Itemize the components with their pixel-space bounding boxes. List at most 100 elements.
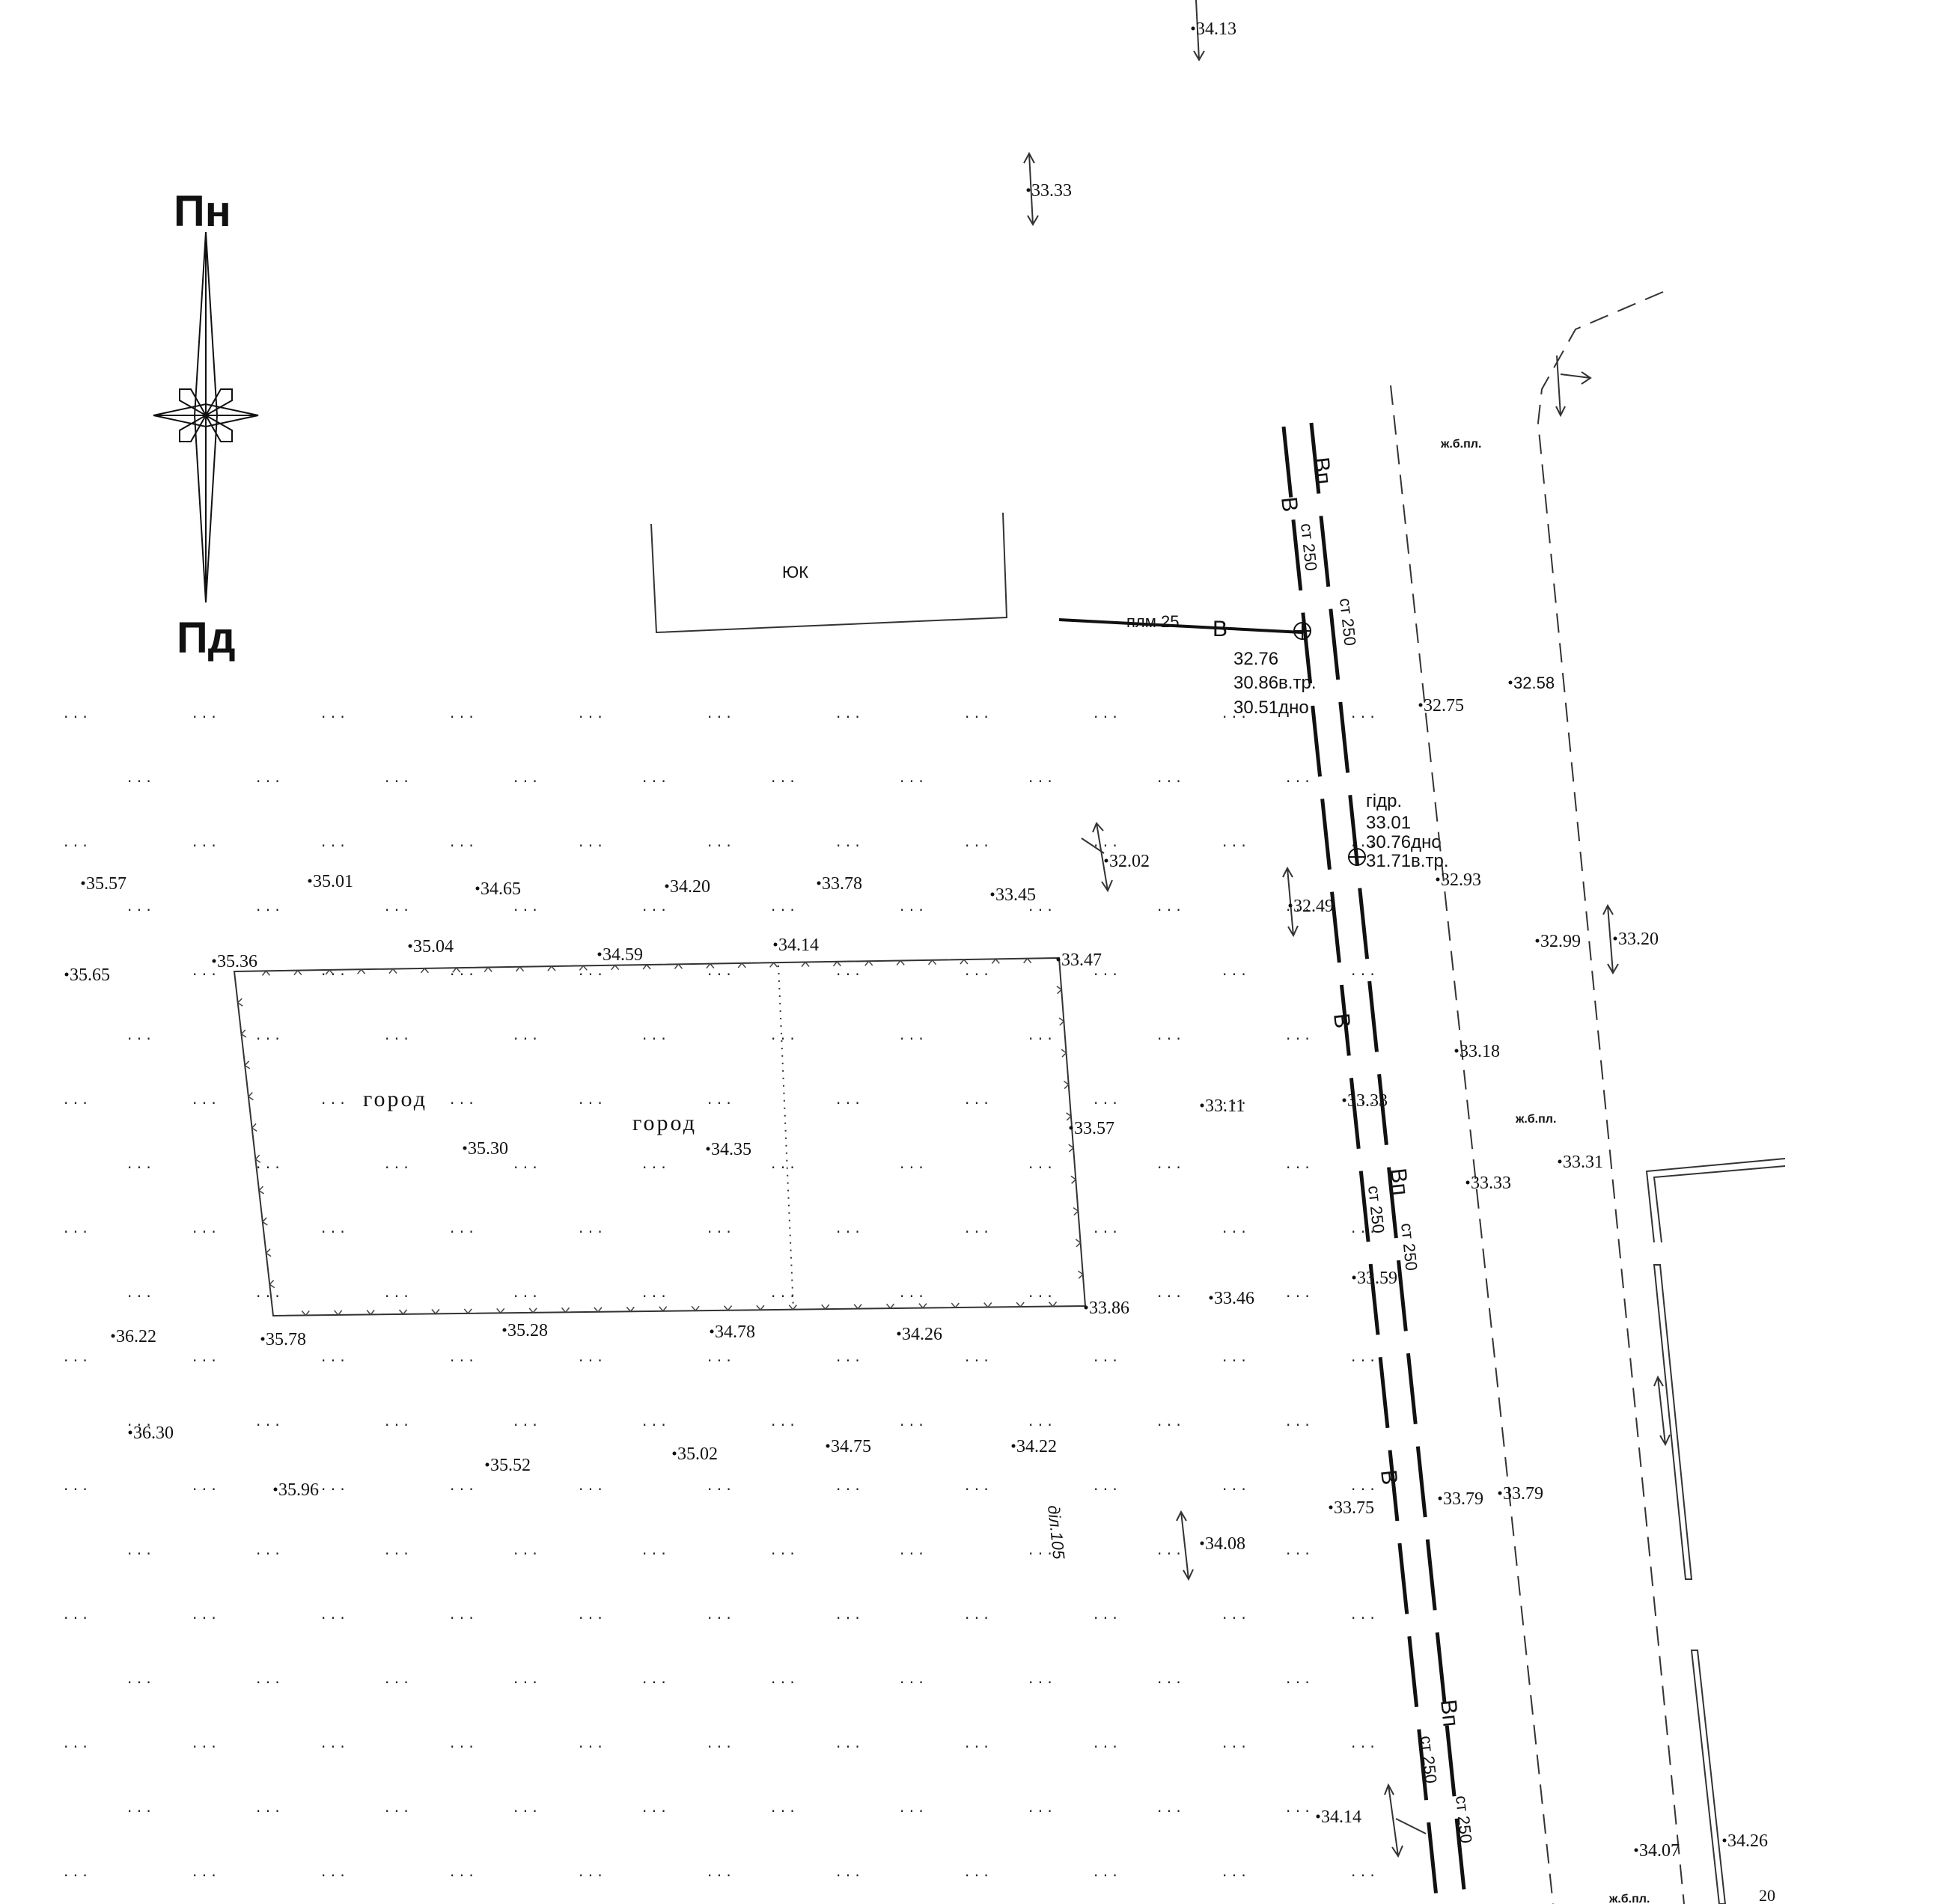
vegetation-dots: · · ·: [256, 1802, 280, 1820]
boundary-tick: [265, 1248, 272, 1257]
vegetation-dots: · · ·: [965, 1480, 989, 1498]
elevation-dot: [1634, 1848, 1638, 1852]
hydrant-elevation-pipe: 31.71в.тр.: [1366, 851, 1448, 871]
vegetation-dots: · · ·: [1094, 1738, 1117, 1756]
vegetation-dots: · · ·: [965, 1609, 989, 1627]
vegetation-dots: · · ·: [321, 1609, 345, 1627]
vegetation-dots: · · ·: [321, 1094, 345, 1112]
boundary-tick: [1066, 1112, 1073, 1121]
vegetation-dots: · · ·: [836, 965, 860, 983]
water-pipe-label-1: В: [1213, 617, 1227, 641]
vegetation-dots: · · ·: [1286, 1159, 1310, 1177]
boundary-tick: [1073, 1207, 1079, 1216]
vegetation-dots: · · ·: [707, 837, 731, 855]
elevation-label: 32.49: [1293, 897, 1334, 916]
boundary-tick: [821, 1304, 830, 1310]
road-edge-left: [1390, 385, 1554, 1904]
vegetation-dots: · · ·: [642, 1287, 666, 1305]
vegetation-dots: · · ·: [836, 1094, 860, 1112]
vegetation-dots: · · ·: [771, 1030, 795, 1048]
elevation-label: 34.78: [715, 1322, 755, 1342]
vegetation-dots: · · ·: [1157, 1030, 1181, 1048]
boundary-tick: [642, 963, 651, 970]
vegetation-dots: · · ·: [127, 1287, 151, 1305]
elevation-dot: [1465, 1180, 1470, 1185]
elevation-label: 32.75: [1424, 696, 1464, 715]
elevation-label: 36.22: [116, 1327, 156, 1346]
elevation-dot: [1722, 1838, 1727, 1843]
vegetation-dots: · · ·: [385, 1673, 409, 1691]
elevation-dot: [273, 1487, 278, 1492]
vegetation-dots: · · ·: [513, 1545, 537, 1563]
elevation-label: 33.59: [1357, 1269, 1397, 1288]
elevation-label: 34.35: [711, 1140, 751, 1159]
vegetation-dots: · · ·: [1094, 1480, 1117, 1498]
boundary-tick: [691, 1305, 700, 1312]
vegetation-dots: · · ·: [1094, 1867, 1117, 1885]
elevation-dot: [308, 879, 312, 883]
vegetation-dots: · · ·: [1157, 1416, 1181, 1434]
vegetation-dots: · · ·: [1351, 1867, 1375, 1885]
vegetation-dots: · · ·: [1028, 772, 1052, 790]
boundary-tick: [885, 1303, 895, 1310]
vegetation-dots: · · ·: [1286, 772, 1310, 790]
vegetation-dots: · · ·: [1351, 708, 1375, 726]
road-edge-right: [1537, 291, 1685, 1904]
vegetation-dots: · · ·: [450, 1480, 474, 1498]
water-main-label-v-4: В: [1376, 1468, 1402, 1486]
vegetation-dots: · · ·: [579, 1094, 603, 1112]
vegetation-dots: · · ·: [321, 1480, 345, 1498]
vegetation-dots: · · ·: [513, 901, 537, 919]
elevation-label: 35.30: [468, 1139, 508, 1159]
elevation-dot: [1498, 1491, 1502, 1495]
vegetation-dots: · · ·: [900, 1159, 924, 1177]
vegetation-dots: · · ·: [579, 1867, 603, 1885]
boundary-tick: [927, 959, 937, 965]
vegetation-dots: · · ·: [1094, 1352, 1117, 1370]
vegetation-dots: · · ·: [450, 708, 474, 726]
elevation-dot: [1508, 680, 1513, 685]
boundary-tick: [251, 1123, 257, 1132]
vegetation-dots: · · ·: [579, 1738, 603, 1756]
vegetation-dots: · · ·: [1028, 1287, 1052, 1305]
vegetation-dots: · · ·: [900, 1673, 924, 1691]
vegetation-dots: · · ·: [579, 708, 603, 726]
vegetation-dots: · · ·: [321, 708, 345, 726]
vegetation-dots: · · ·: [321, 1223, 345, 1241]
boundary-tick: [398, 1309, 408, 1316]
boundary-tick: [674, 963, 683, 969]
elevation-label: 32.58: [1513, 674, 1555, 692]
vegetation-dots: · · ·: [900, 1287, 924, 1305]
vegetation-dots: · · ·: [1222, 1609, 1246, 1627]
elevation-dot: [1329, 1505, 1333, 1510]
elevation-label: 33.33: [1347, 1091, 1388, 1111]
vegetation-dots: · · ·: [1286, 1030, 1310, 1048]
vegetation-dots: · · ·: [192, 1352, 216, 1370]
vegetation-dots: · · ·: [450, 1223, 474, 1241]
water-main-label-vp-2: Вп: [1385, 1167, 1413, 1197]
boundary-tick: [659, 1306, 668, 1312]
elevation-label: 33.79: [1443, 1489, 1483, 1509]
elevation-dot: [1104, 858, 1108, 863]
vegetation-dots: · · ·: [579, 1223, 603, 1241]
plm-pipe-label: плм 25: [1126, 612, 1179, 631]
elevation-dot: [502, 1328, 507, 1332]
parcel-boundary-ticks: [237, 957, 1084, 1316]
vegetation-dots: · · ·: [900, 1416, 924, 1434]
vegetation-dots: · · ·: [707, 1352, 731, 1370]
vegetation-dots: · · ·: [64, 1094, 88, 1112]
vegetation-dots: · · ·: [707, 1738, 731, 1756]
elevation-dot: [1200, 1103, 1204, 1108]
elevation-label: 33.20: [1618, 930, 1659, 949]
vegetation-dots: · · ·: [1157, 1287, 1181, 1305]
vegetation-dots: · · ·: [256, 1287, 280, 1305]
vegetation-dots: · · ·: [965, 1738, 989, 1756]
boundary-tick: [737, 962, 746, 968]
elevation-label: 35.52: [490, 1456, 531, 1475]
hydrant-elevation-bottom: 30.76дно: [1366, 832, 1442, 852]
vegetation-dots: · · ·: [1094, 837, 1117, 855]
boundary-tick: [247, 1092, 254, 1101]
boundary-tick: [1068, 1144, 1075, 1153]
boundary-tick: [1070, 1175, 1077, 1184]
